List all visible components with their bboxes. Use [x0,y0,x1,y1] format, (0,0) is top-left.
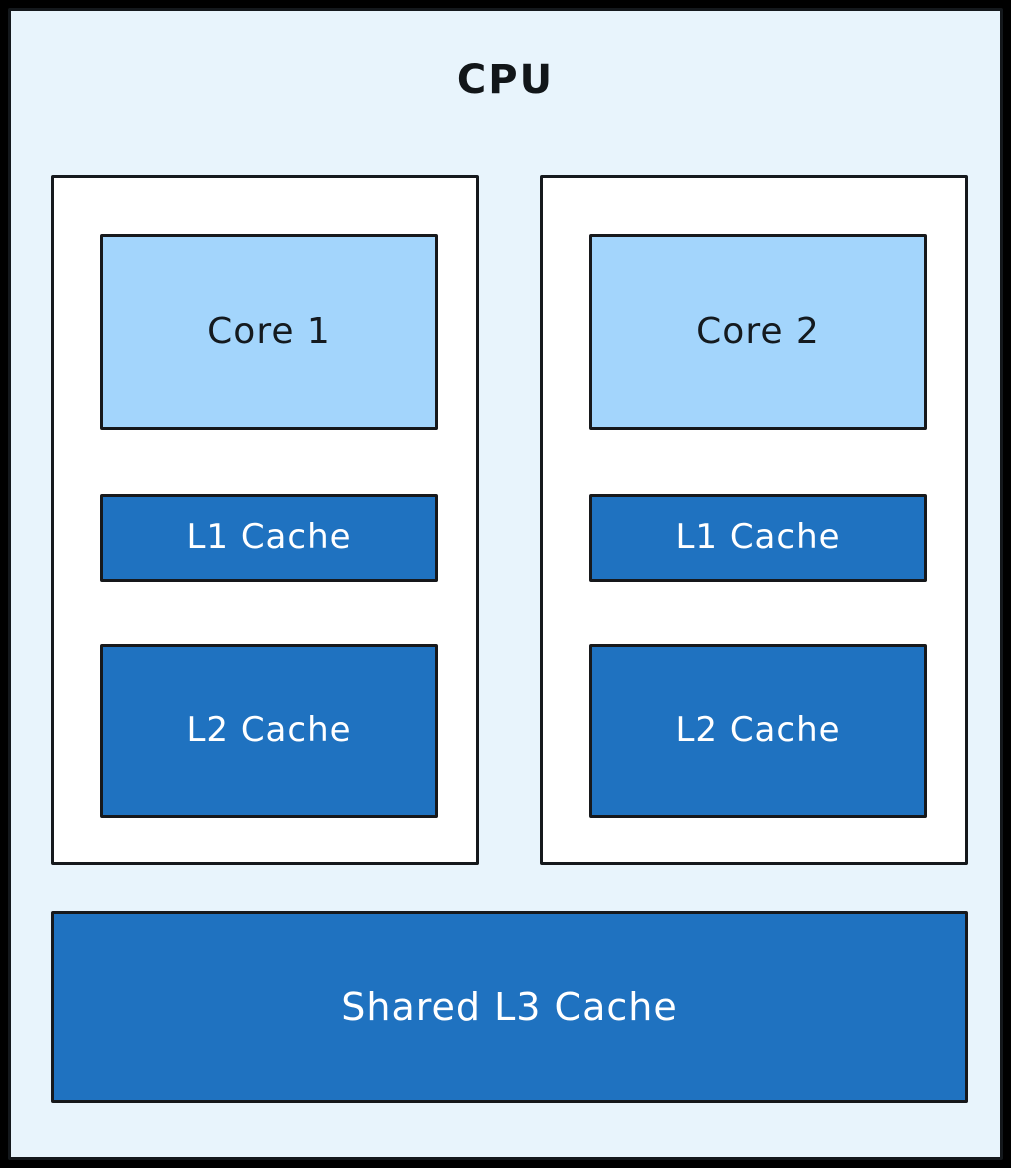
cpu-container: CPU Core 1 L1 Cache L2 Cache Core 2 L1 C… [8,8,1003,1160]
core-2-l2-cache-block[interactable]: L2 Cache [589,644,927,818]
core-2-l1-cache-block[interactable]: L1 Cache [589,494,927,582]
core-2-block[interactable]: Core 2 [589,234,927,430]
core-column-1[interactable]: Core 1 L1 Cache L2 Cache [51,175,479,865]
shared-l3-cache-block[interactable]: Shared L3 Cache [51,911,968,1103]
core-1-l2-cache-block[interactable]: L2 Cache [100,644,438,818]
core-1-l1-cache-block[interactable]: L1 Cache [100,494,438,582]
core-1-block[interactable]: Core 1 [100,234,438,430]
core-column-2[interactable]: Core 2 L1 Cache L2 Cache [540,175,968,865]
cpu-title: CPU [456,57,555,103]
